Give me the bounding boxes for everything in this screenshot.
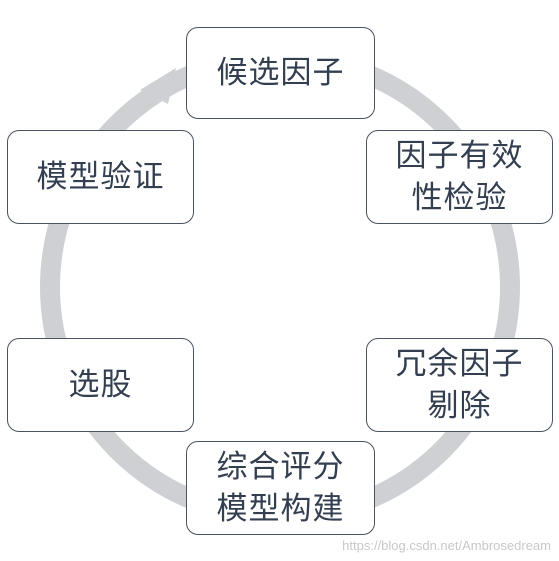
watermark: https://blog.csdn.net/Ambrosedream <box>342 538 551 553</box>
step-composite-scoring-model: 综合评分 模型构建 <box>186 441 375 535</box>
step-factor-validity-test: 因子有效 性检验 <box>366 130 553 224</box>
step-redundant-factor-removal: 冗余因子 剔除 <box>366 338 553 432</box>
step-stock-selection: 选股 <box>7 338 194 432</box>
step-model-validation: 模型验证 <box>7 130 194 224</box>
step-candidate-factors: 候选因子 <box>186 27 375 119</box>
cycle-arrowhead-icon <box>140 68 176 104</box>
